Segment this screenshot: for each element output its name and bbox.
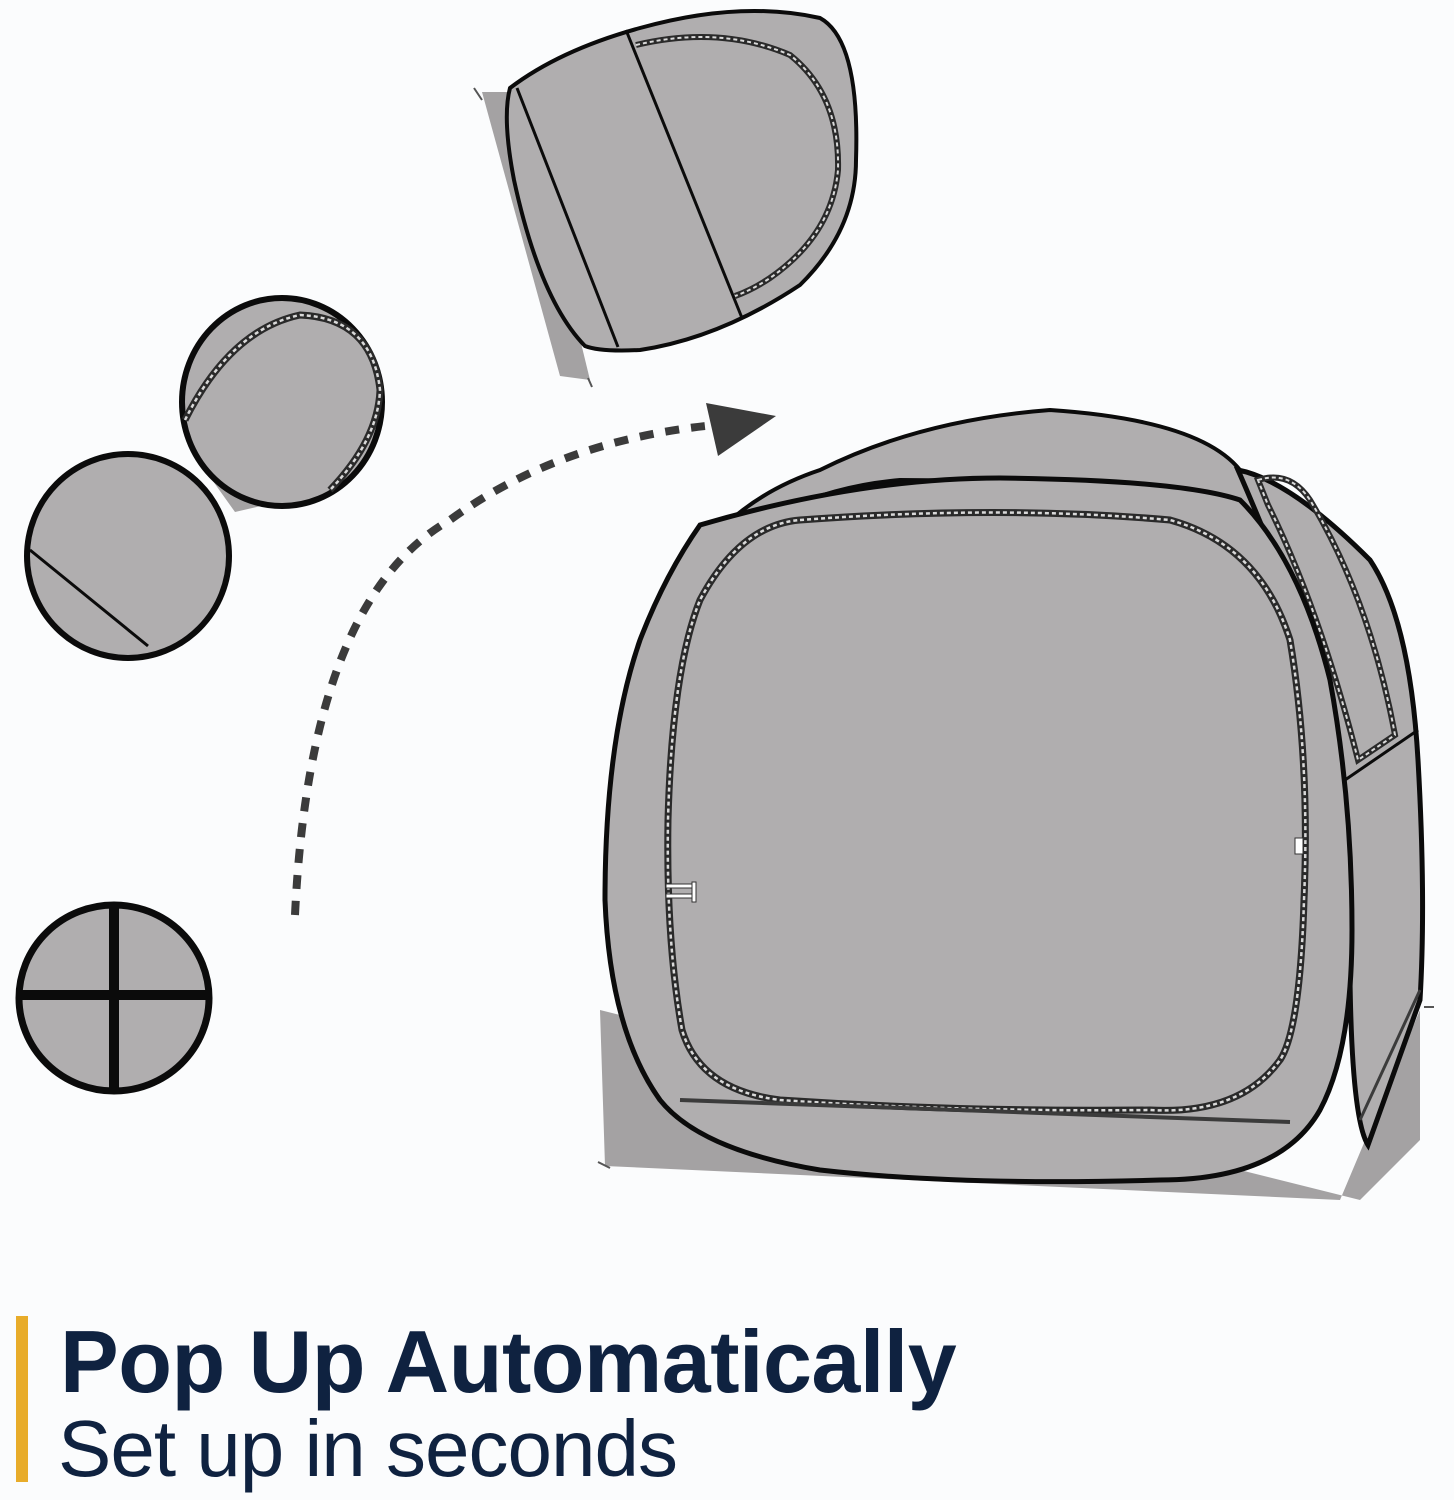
dotted-curved-arrow-icon <box>291 403 776 916</box>
popped-up-tent-icon <box>597 407 1434 1200</box>
subline: Set up in seconds <box>58 1404 678 1493</box>
accent-bar <box>16 1316 28 1482</box>
tent-popup-illustration <box>15 9 1434 1200</box>
headline: Pop Up Automatically <box>60 1312 957 1411</box>
folded-tent-icon <box>15 901 213 1095</box>
half-open-tent-icon <box>24 295 385 661</box>
unfolding-tent-icon <box>473 9 859 388</box>
